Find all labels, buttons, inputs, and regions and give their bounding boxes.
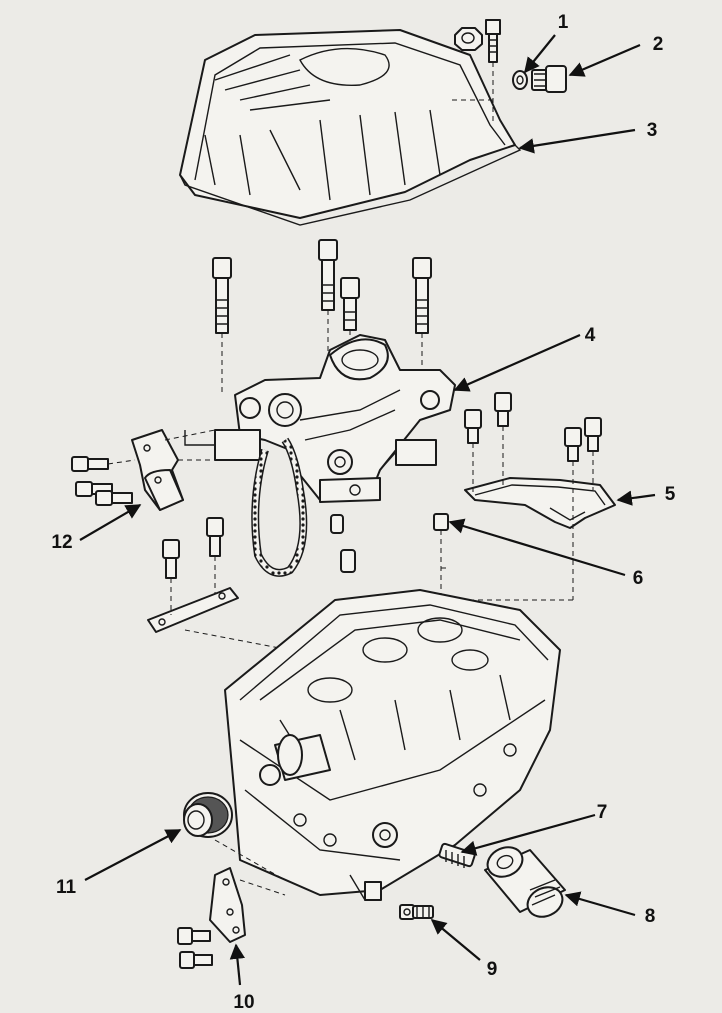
arrow-8	[564, 891, 636, 917]
oil-cooler-connector	[438, 842, 476, 868]
callout-7: 7	[597, 802, 608, 823]
oil-pan	[179, 29, 522, 226]
oil-filter	[484, 846, 566, 918]
callout-12: 12	[51, 532, 72, 553]
arrow-3	[518, 128, 636, 154]
drain-plug-washer	[512, 70, 528, 90]
arrow-11	[84, 829, 182, 881]
callout-8: 8	[645, 906, 656, 927]
oil-pressure-sensor	[399, 904, 434, 920]
chain-tensioner-bracket	[131, 429, 220, 511]
bracket-bolts	[177, 927, 213, 969]
oil-pump-assembly	[184, 334, 456, 503]
callout-1: 1	[558, 12, 569, 33]
tensioner-bolts	[71, 456, 136, 506]
callout-9: 9	[487, 959, 498, 980]
callout-11: 11	[56, 877, 77, 898]
callout-6: 6	[633, 568, 644, 589]
arrow-1	[524, 34, 556, 74]
arrow-6	[448, 518, 626, 577]
crank-sprocket	[183, 792, 286, 881]
cylinder-block	[224, 589, 561, 901]
drain-plug-bolt	[531, 65, 567, 93]
arrow-12	[79, 504, 142, 541]
arrow-5	[616, 490, 656, 506]
baffle-bolts	[450, 392, 602, 601]
callout-labels: 1 2 3 4 5 6 7 8 9 10 11 12	[51, 12, 675, 1013]
callout-2: 2	[653, 34, 664, 55]
pan-nut	[454, 27, 483, 51]
callout-arrows	[79, 34, 656, 986]
crankshaft-end	[274, 734, 331, 781]
callout-3: 3	[647, 120, 658, 141]
strip-bolts	[162, 517, 291, 651]
dowel-pins	[330, 514, 356, 573]
arrow-7	[460, 813, 596, 856]
pump-bolts	[212, 239, 432, 395]
arrow-2	[568, 43, 641, 77]
lower-bracket	[209, 867, 286, 943]
arrow-4	[453, 333, 581, 392]
arrow-9	[430, 919, 481, 961]
oil-pump-chain	[251, 437, 308, 577]
callout-5: 5	[665, 484, 676, 505]
pan-stud	[448, 19, 501, 125]
callout-4: 4	[585, 325, 596, 346]
baffle-plate	[464, 477, 616, 529]
arrow-10	[229, 943, 246, 986]
callout-10: 10	[233, 992, 254, 1013]
support-strip	[147, 587, 239, 633]
